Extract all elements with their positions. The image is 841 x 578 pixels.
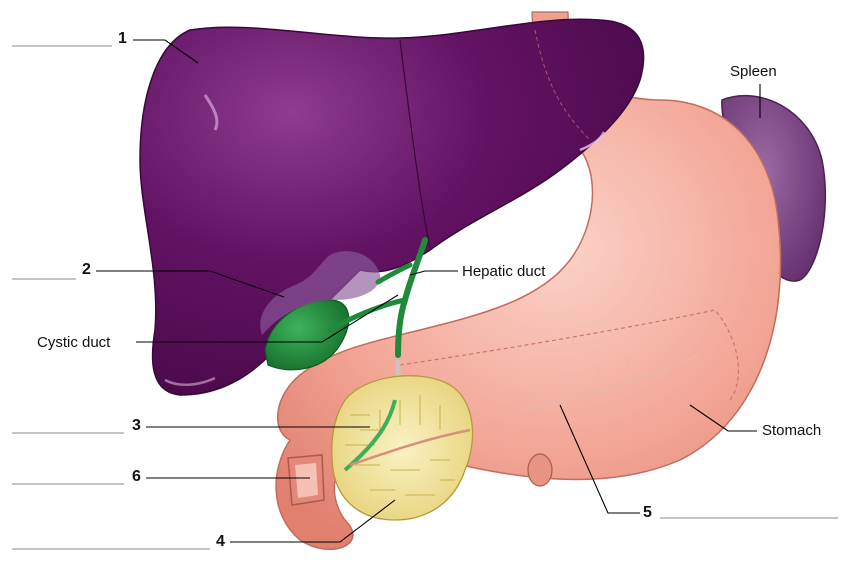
- label-number-3: 3: [132, 417, 141, 435]
- leader-hepatic-duct: [410, 271, 458, 275]
- label-number-6: 6: [132, 468, 141, 486]
- label-stomach: Stomach: [762, 422, 821, 440]
- label-number-2: 2: [82, 261, 91, 279]
- duodenum-cut-opening: [288, 455, 324, 505]
- label-number-5: 5: [643, 504, 652, 522]
- label-cystic-duct: Cystic duct: [37, 334, 110, 352]
- label-number-4: 4: [216, 533, 225, 551]
- jejunum-cut-end: [528, 454, 552, 486]
- pancreas-organ: [332, 376, 473, 520]
- label-spleen: Spleen: [730, 63, 777, 81]
- label-number-1: 1: [118, 30, 127, 48]
- label-hepatic-duct: Hepatic duct: [462, 263, 545, 281]
